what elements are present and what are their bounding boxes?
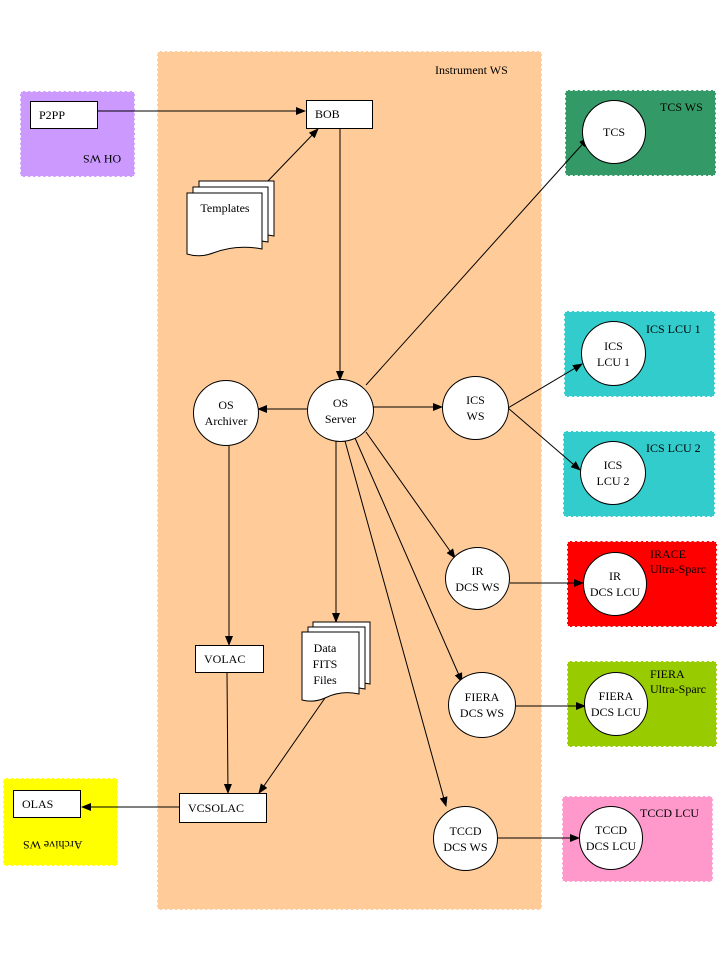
ics-lcu-1-label-line2: LCU 1 [597,354,630,369]
data-fits-document-icon [301,621,371,702]
ics-lcu-2-node[interactable]: ICS LCU 2 [580,441,646,505]
ics-lcu-1-node[interactable]: ICS LCU 1 [581,321,646,386]
tccd-dcs-lcu-node[interactable]: TCCD DCS LCU [579,806,643,870]
ir-dcs-lcu-label-line2: DCS LCU [589,585,641,599]
data-fits-label-line3: Files [313,673,337,687]
irace-label-line2: Ultra-Sparc [650,562,706,576]
arrow-os-server-to-tcs [365,137,589,386]
ics-lcu-2-label-line2: LCU 2 [596,474,630,488]
tcs-node-label: TCS [602,125,625,139]
irace-label-line1: IRACE [650,547,686,561]
ics-lcu-1-label: ICS LCU 1 [646,322,701,336]
fiera-dcs-lcu-node[interactable]: FIERA DCS LCU [584,672,648,736]
ics-lcu-1-label-line1: ICS [604,338,623,353]
ics-ws-label-line1: ICS [466,393,485,407]
arrow-os-server-to-ir-dcs-ws [365,431,456,559]
fiera-dcs-ws-label-line1: FIERA [464,690,500,704]
ir-dcs-ws-label-line2: DCS WS [455,579,500,594]
os-server-label-line1: OS [332,395,349,410]
os-archiver-label-line1: OS [218,398,234,412]
arrow-ics-ws-to-ics-lcu-2 [507,407,581,471]
arrow-data-fits-to-vcsolac [258,697,326,794]
tcs-node[interactable]: TCS [582,100,646,164]
tccd-dcs-lcu-label-line1: TCCD [594,823,627,837]
os-server-label-line2: Server [324,411,357,426]
fiera-dcs-ws-node[interactable]: FIERA DCS WS [448,672,516,738]
tccd-dcs-lcu-label-line2: DCS LCU [585,839,637,853]
arrow-templates-to-bob [265,128,319,184]
ics-ws-label-line2: WS [466,409,485,423]
tccd-dcs-ws-label-line1: TCCD [449,823,482,838]
ics-lcu-2-label: ICS LCU 2 [646,441,701,455]
arrow-ics-ws-to-ics-lcu-1 [507,363,583,409]
p2pp-box[interactable]: P2PP [30,101,98,129]
tcs-ws-label: TCS WS [660,100,703,114]
os-archiver-node[interactable]: OS Archiver [193,380,259,446]
templates-label: Templates [200,201,250,215]
ir-dcs-ws-node[interactable]: IR DCS WS [445,547,510,610]
fiera-label-line2: Ultra-Sparc [650,682,706,696]
os-archiver-label-line2: Archiver [204,414,248,428]
bob-box[interactable]: BOB [306,100,373,129]
templates-document-icon [186,180,275,257]
volac-box[interactable]: VOLAC [195,645,264,673]
os-server-node[interactable]: OS Server [307,379,374,442]
ir-dcs-lcu-label-line1: IR [609,569,621,583]
fiera-dcs-ws-label-line2: DCS WS [459,706,505,720]
ics-ws-node[interactable]: ICS WS [442,376,509,440]
olas-box[interactable]: OLAS [13,790,81,818]
fiera-dcs-lcu-label-line1: FIERA [598,689,634,703]
ir-dcs-ws-label-line1: IR [471,563,484,578]
tccd-lcu-label: TCCD LCU [640,806,700,820]
ics-lcu-2-label-line1: ICS [603,458,623,472]
data-fits-label-line2: FITS [312,657,338,671]
vcsolac-box[interactable]: VCSOLAC [179,793,267,823]
fiera-label-line1: FIERA [650,667,685,681]
tccd-dcs-ws-node[interactable]: TCCD DCS WS [433,806,498,871]
data-fits-label-line1: Data [313,641,337,655]
fiera-dcs-lcu-label-line2: DCS LCU [590,705,642,719]
arrow-volac-to-vcsolac [223,672,232,794]
arrow-os-server-to-fiera-dcs-ws [354,437,463,683]
instrument-ws-label: Instrument WS [435,63,508,77]
arrow-os-server-to-tccd-dcs-ws [344,440,448,807]
ir-dcs-lcu-node[interactable]: IR DCS LCU [583,552,647,616]
tccd-dcs-ws-label-line2: DCS WS [443,839,488,854]
